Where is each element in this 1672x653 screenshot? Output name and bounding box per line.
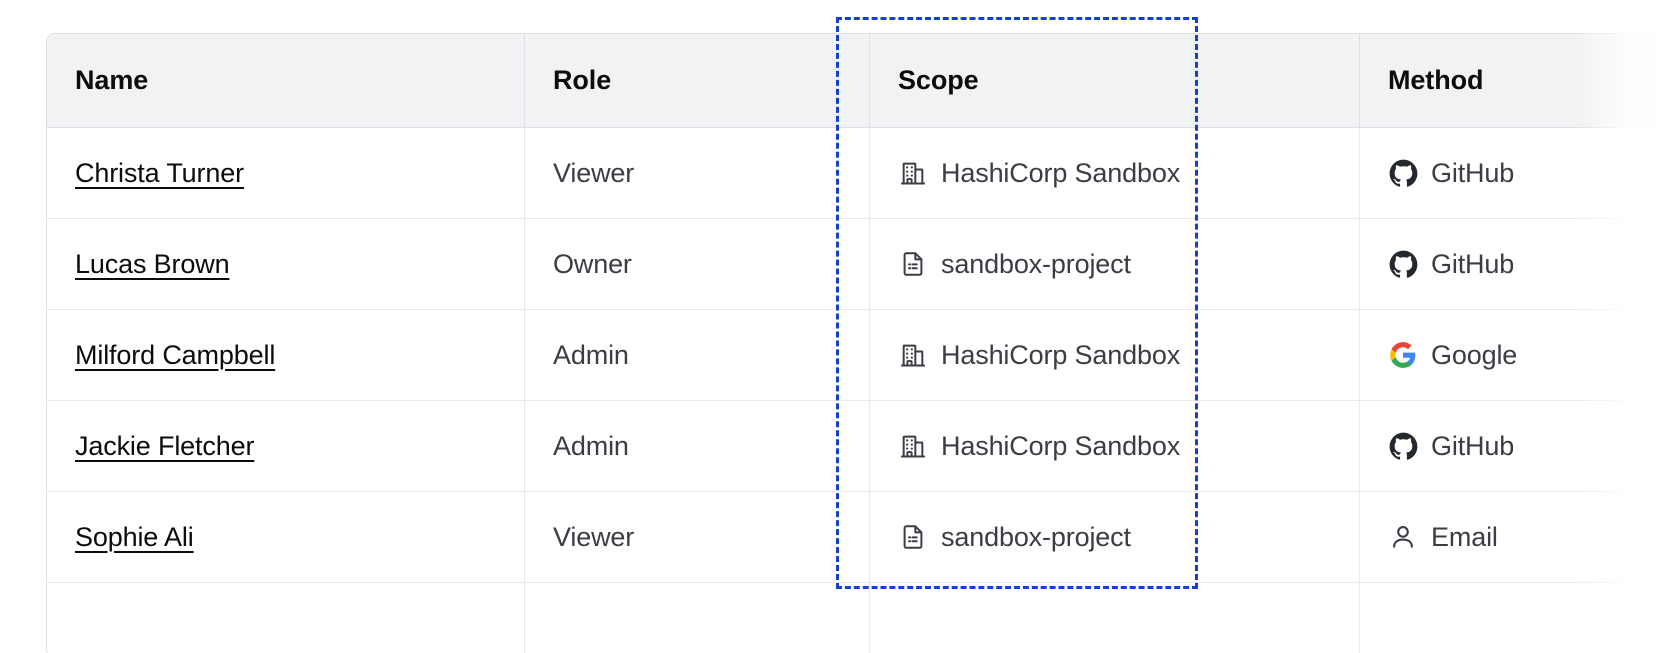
column-header-role[interactable]: Role: [525, 34, 870, 128]
organization-building-icon: [898, 158, 928, 188]
cell-name: Lucas Brown: [47, 219, 525, 310]
user-name-link[interactable]: Jackie Fletcher: [75, 430, 255, 461]
scope-value-group: HashiCorp Sandbox: [898, 340, 1359, 370]
github-icon: [1388, 431, 1418, 461]
column-header-name[interactable]: Name: [47, 34, 525, 128]
cell-scope: sandbox-project: [870, 492, 1360, 583]
user-person-icon: [1388, 522, 1418, 552]
cell-name: Christa Turner: [47, 128, 525, 219]
method-label: Google: [1431, 339, 1518, 370]
column-header-scope[interactable]: Scope: [870, 34, 1360, 128]
github-icon: [1388, 249, 1418, 279]
user-name-link[interactable]: Lucas Brown: [75, 248, 230, 279]
cell-name: Milford Campbell: [47, 310, 525, 401]
method-value-group: GitHub: [1388, 158, 1672, 188]
cell-role: Admin: [525, 401, 870, 492]
organization-building-icon: [898, 431, 928, 461]
cell-scope: HashiCorp Sandbox: [870, 310, 1360, 401]
cell-scope: HashiCorp Sandbox: [870, 401, 1360, 492]
method-value-group: Google: [1388, 340, 1672, 370]
table-header: Name Role Scope Method: [47, 34, 1672, 128]
table-row[interactable]: Lucas Brown Owner sandbox-project GitHub: [47, 219, 1672, 310]
cell-role: Owner: [525, 219, 870, 310]
google-icon: [1388, 340, 1418, 370]
cell-method: GitHub: [1360, 219, 1672, 310]
role-value: Admin: [553, 339, 629, 370]
scope-label: HashiCorp Sandbox: [941, 339, 1181, 370]
method-value-group: GitHub: [1388, 431, 1672, 461]
cell-scope: sandbox-project: [870, 219, 1360, 310]
column-header-method[interactable]: Method: [1360, 34, 1672, 128]
cell-role: Viewer: [525, 128, 870, 219]
role-value: Owner: [553, 248, 632, 279]
table-row[interactable]: Sophie Ali Viewer sandbox-project Email: [47, 492, 1672, 583]
cell-name: Jackie Fletcher: [47, 401, 525, 492]
method-value-group: Email: [1388, 522, 1672, 552]
cell-clipped: [1360, 583, 1672, 653]
scope-label: sandbox-project: [941, 521, 1131, 552]
role-value: Admin: [553, 430, 629, 461]
github-icon: [1388, 158, 1418, 188]
cell-method: Google: [1360, 310, 1672, 401]
user-name-link[interactable]: Milford Campbell: [75, 339, 276, 370]
scope-label: HashiCorp Sandbox: [941, 157, 1181, 188]
table-row[interactable]: [47, 583, 1672, 653]
method-label: GitHub: [1431, 248, 1515, 279]
cell-scope: HashiCorp Sandbox: [870, 128, 1360, 219]
role-value: Viewer: [553, 521, 635, 552]
cell-clipped: [47, 583, 525, 653]
scope-value-group: HashiCorp Sandbox: [898, 158, 1359, 188]
table-row[interactable]: Christa Turner Viewer HashiCorp Sandbox G…: [47, 128, 1672, 219]
scope-value-group: HashiCorp Sandbox: [898, 431, 1359, 461]
cell-clipped: [870, 583, 1360, 653]
organization-building-icon: [898, 340, 928, 370]
user-name-link[interactable]: Sophie Ali: [75, 521, 194, 552]
project-document-icon: [898, 249, 928, 279]
method-label: Email: [1431, 521, 1498, 552]
cell-clipped: [525, 583, 870, 653]
cell-method: Email: [1360, 492, 1672, 583]
method-label: GitHub: [1431, 430, 1515, 461]
cell-role: Viewer: [525, 492, 870, 583]
scope-value-group: sandbox-project: [898, 522, 1359, 552]
method-label: GitHub: [1431, 157, 1515, 188]
scope-label: HashiCorp Sandbox: [941, 430, 1181, 461]
table-row[interactable]: Jackie Fletcher Admin HashiCorp Sandbox G…: [47, 401, 1672, 492]
role-value: Viewer: [553, 157, 635, 188]
table-header-row: Name Role Scope Method: [47, 34, 1672, 128]
project-document-icon: [898, 522, 928, 552]
cell-role: Admin: [525, 310, 870, 401]
cell-method: GitHub: [1360, 128, 1672, 219]
method-value-group: GitHub: [1388, 249, 1672, 279]
scope-label: sandbox-project: [941, 248, 1131, 279]
scope-value-group: sandbox-project: [898, 249, 1359, 279]
user-name-link[interactable]: Christa Turner: [75, 157, 244, 188]
cell-name: Sophie Ali: [47, 492, 525, 583]
cell-method: GitHub: [1360, 401, 1672, 492]
